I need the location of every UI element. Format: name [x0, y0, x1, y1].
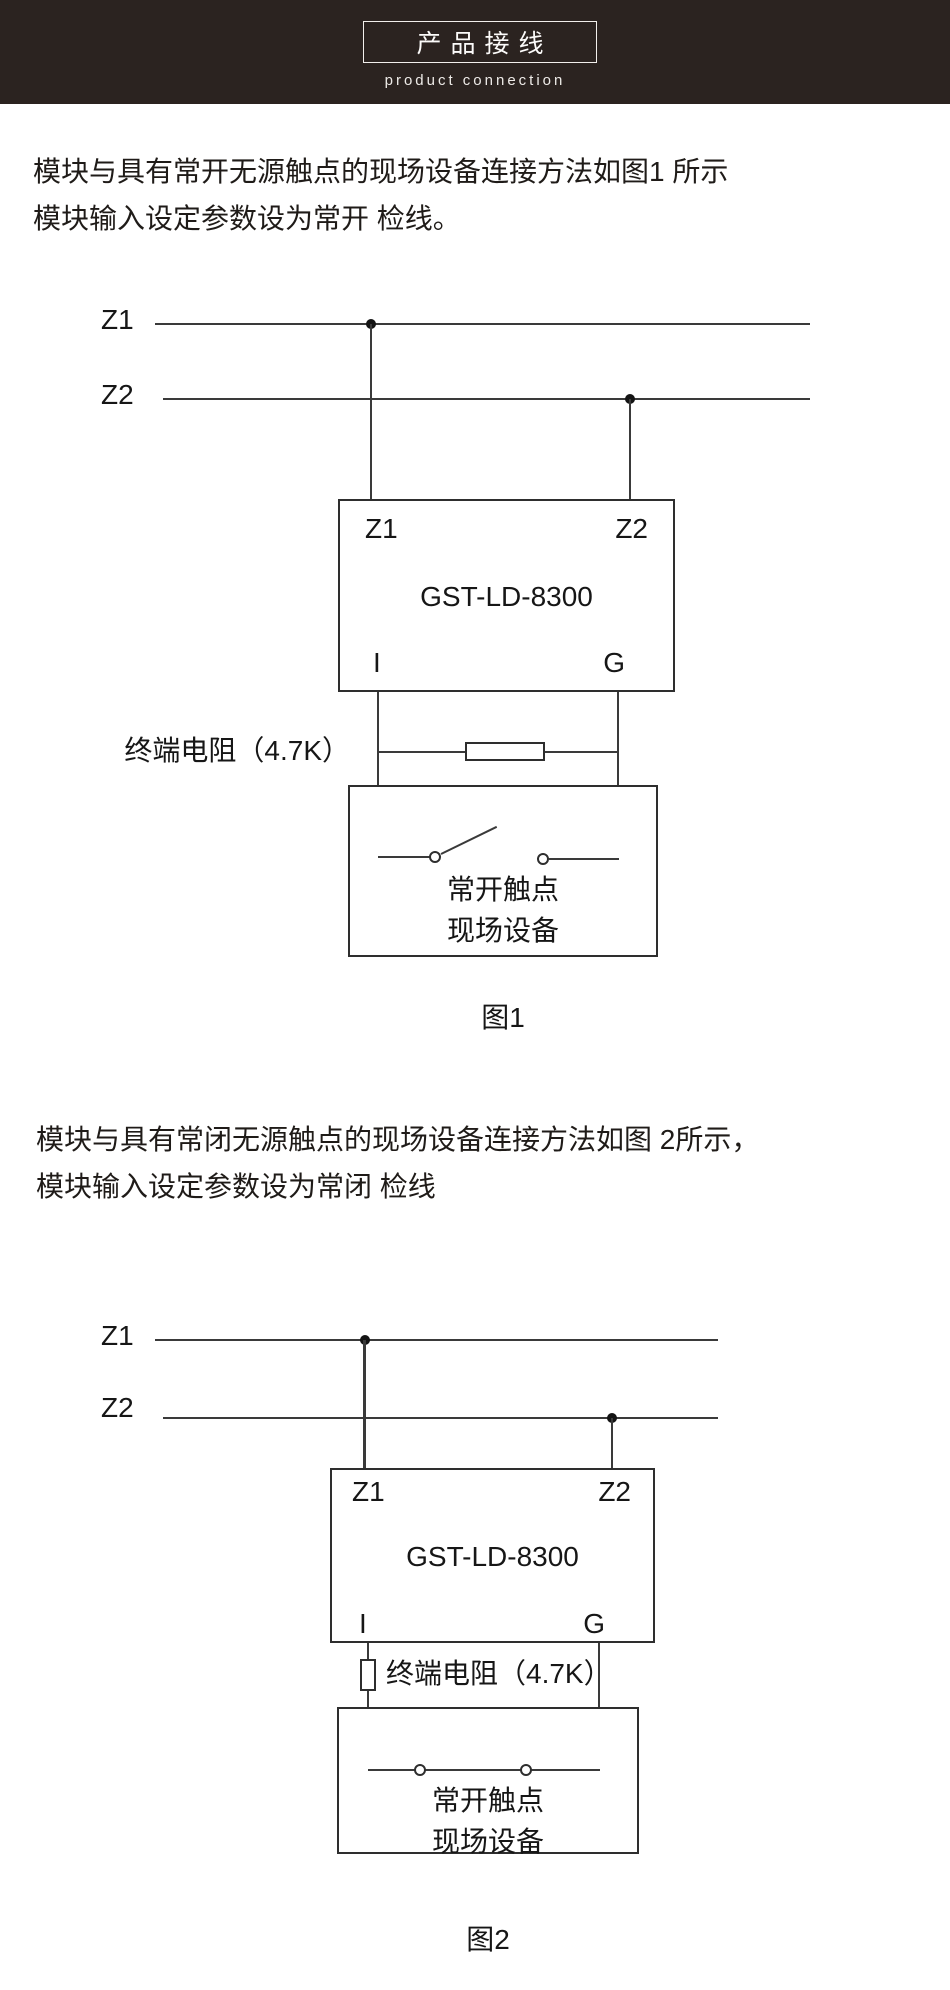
fig2-bus-z1-line: [155, 1339, 718, 1341]
fig2-module-name: GST-LD-8300: [406, 1541, 579, 1572]
fig1-device-line2: 现场设备: [446, 915, 559, 946]
intro1-line1: 模块与具有常开无源触点的现场设备连接方法如图1 所示: [33, 156, 729, 187]
fig1-module-terminal-i: I: [373, 647, 381, 678]
fig1-wire-i: [377, 692, 379, 858]
fig2-module-terminal-z2: Z2: [598, 1476, 631, 1507]
intro1-line2: 模块输入设定参数设为常开 检线。: [33, 203, 461, 234]
fig2-device-box: [337, 1707, 639, 1854]
fig1-bus-z2-label: Z2: [101, 379, 134, 410]
fig1-module-terminal-z1: Z1: [365, 513, 398, 544]
fig1-wire-z2-drop: [629, 399, 631, 499]
fig1-resistor-label: 终端电阻（4.7K）: [124, 735, 350, 766]
intro-paragraph-2: 模块与具有常闭无源触点的现场设备连接方法如图 2所示， 模块输入设定参数设为常闭…: [36, 1116, 759, 1210]
fig2-switch-contact-left: [414, 1764, 426, 1776]
fig2-bus-z2-label: Z2: [101, 1392, 134, 1423]
fig1-bus-z1-line: [155, 323, 810, 325]
intro2-line2: 模块输入设定参数设为常闭 检线: [36, 1171, 436, 1202]
fig1-bus-z1-label: Z1: [101, 304, 134, 335]
page-title: 产品接线: [416, 30, 553, 58]
fig1-module-terminal-g: G: [603, 647, 625, 678]
intro-paragraph-1: 模块与具有常开无源触点的现场设备连接方法如图1 所示 模块输入设定参数设为常开 …: [33, 148, 728, 242]
fig1-resistor-symbol: [465, 742, 545, 761]
fig1-switch-wire-right: [549, 858, 619, 860]
fig1-device-line1: 常开触点: [446, 874, 559, 905]
fig1-wire-g: [617, 692, 619, 860]
fig2-module-terminal-g: G: [583, 1608, 605, 1639]
fig2-module-box: Z1 Z2 GST-LD-8300 I G: [330, 1468, 655, 1643]
fig1-device-box: [348, 785, 658, 957]
fig2-wire-z2-drop: [611, 1418, 613, 1468]
fig1-switch-contact-right: [537, 853, 549, 865]
fig1-caption: 图1: [481, 1002, 525, 1033]
fig2-bus-z1-label: Z1: [101, 1320, 134, 1351]
intro2-line1: 模块与具有常闭无源触点的现场设备连接方法如图 2所示，: [36, 1124, 760, 1155]
fig2-contact-wire: [368, 1769, 600, 1771]
fig1-switch-wire-left: [378, 856, 432, 858]
fig2-bus-z2-line: [163, 1417, 718, 1419]
fig2-module-terminal-i: I: [359, 1608, 367, 1639]
fig2-caption: 图2: [466, 1924, 510, 1955]
fig1-module-terminal-z2: Z2: [615, 513, 648, 544]
fig2-wire-z1-drop: [363, 1340, 366, 1468]
fig1-bus-z2-line: [163, 398, 810, 400]
header-banner: 产品接线 product connection: [0, 0, 950, 104]
fig2-resistor-label: 终端电阻（4.7K）: [386, 1658, 612, 1689]
fig2-device-line2: 现场设备: [431, 1826, 544, 1857]
header-title-box: 产品接线: [363, 21, 597, 63]
fig2-switch-contact-right: [520, 1764, 532, 1776]
fig2-device-line1: 常开触点: [431, 1785, 544, 1816]
fig1-module-name: GST-LD-8300: [420, 581, 593, 612]
fig1-switch-contact-left: [429, 851, 441, 863]
page-subtitle: product connection: [384, 72, 566, 89]
fig2-resistor-symbol: [360, 1659, 376, 1691]
fig1-wire-z1-drop: [370, 324, 372, 499]
fig1-module-box: Z1 Z2 GST-LD-8300 I G: [338, 499, 675, 692]
fig2-module-terminal-z1: Z1: [352, 1476, 385, 1507]
